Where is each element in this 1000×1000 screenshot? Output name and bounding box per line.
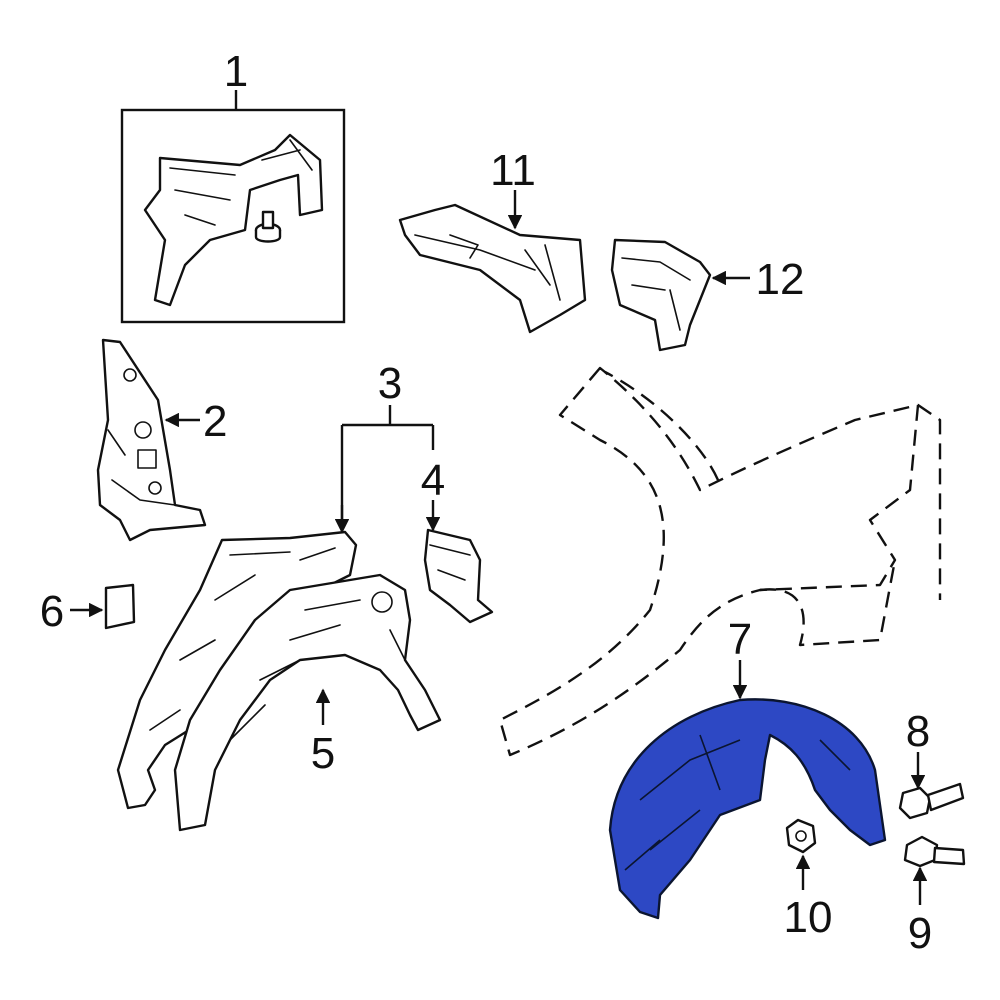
part-8-bolt	[898, 782, 965, 820]
callout-5: 5	[311, 729, 335, 778]
callout-8: 8	[906, 707, 930, 756]
leader-3	[340, 405, 435, 530]
quarter-panel-outline	[498, 366, 942, 757]
part-4-bracket	[423, 528, 494, 624]
leader-lines	[70, 90, 928, 905]
callout-1: 1	[224, 47, 248, 96]
callout-11: 11	[490, 146, 536, 195]
callout-10: 10	[784, 893, 833, 942]
callout-2: 2	[203, 397, 227, 446]
part-1-box	[120, 108, 346, 324]
part-12-bracket	[610, 238, 712, 352]
callout-4: 4	[421, 456, 445, 505]
part-5-inner-wheelhouse	[173, 573, 442, 832]
callout-7: 7	[728, 615, 752, 664]
callout-12: 12	[756, 255, 805, 304]
part-1-bracket-assembly	[120, 108, 346, 324]
part-11-rail	[398, 203, 587, 334]
part-9-bolt	[903, 835, 966, 868]
callout-6: 6	[40, 587, 64, 636]
part-7-wheelhouse-liner	[608, 698, 887, 920]
part-2-pillar	[96, 338, 207, 542]
part-10-nut	[785, 818, 817, 854]
callout-3: 3	[378, 359, 402, 408]
callout-labels: 1 2 3 4 5 6 7 8 9 10 11 12	[40, 47, 932, 958]
part-6-plate	[104, 583, 136, 630]
callout-9: 9	[908, 909, 932, 958]
